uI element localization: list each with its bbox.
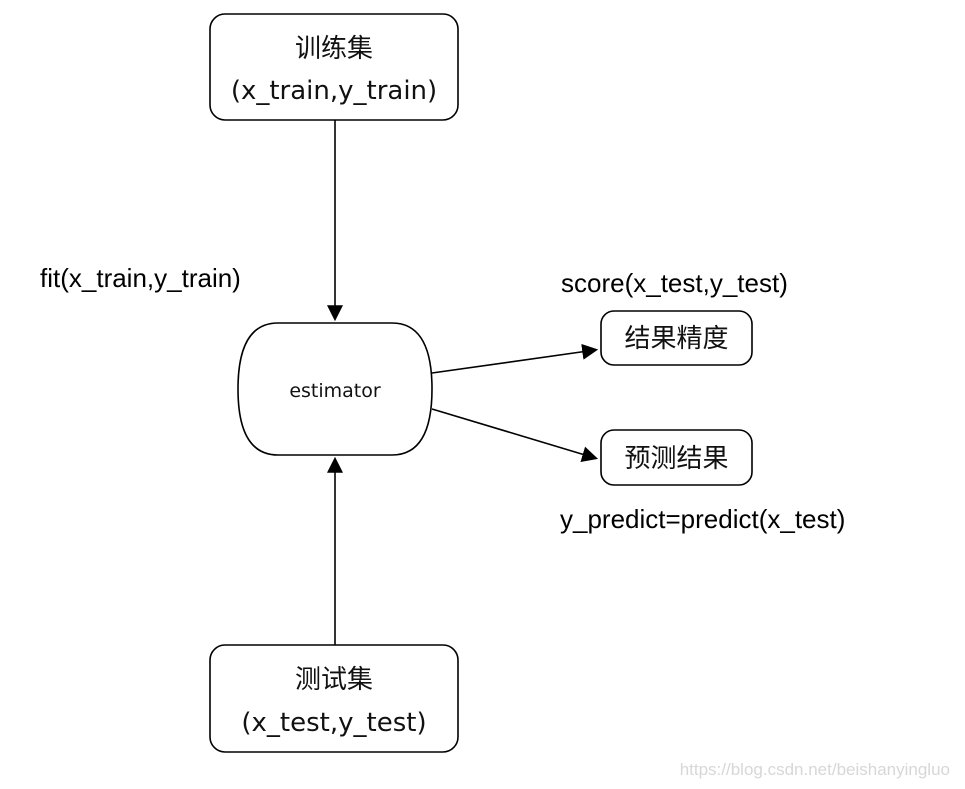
predict-arrow xyxy=(431,408,599,462)
estimator-node: estimator xyxy=(237,322,433,456)
score-label: score(x_test,y_test) xyxy=(561,268,788,298)
estimator-label: estimator xyxy=(289,380,381,402)
test-set-node: 测试集 (x_test,y_test) xyxy=(209,644,459,753)
result-accuracy-node: 结果精度 xyxy=(600,310,753,366)
prediction-result-node: 预测结果 xyxy=(600,429,753,486)
result-accuracy-label: 结果精度 xyxy=(624,324,728,354)
test-set-variables: (x_test,y_test) xyxy=(241,708,426,738)
score-arrow xyxy=(431,343,599,374)
prediction-result-label: 预测结果 xyxy=(624,444,728,474)
training-set-title: 训练集 xyxy=(295,34,373,64)
fit-label: fit(x_train,y_train) xyxy=(40,263,241,293)
training-set-node: 训练集 (x_train,y_train) xyxy=(209,13,459,121)
training-set-variables: (x_train,y_train) xyxy=(231,76,437,106)
test-set-title: 测试集 xyxy=(295,665,373,695)
predict-label: y_predict=predict(x_test) xyxy=(560,504,845,534)
watermark-text: https://blog.csdn.net/beishanyingluo xyxy=(680,760,950,779)
